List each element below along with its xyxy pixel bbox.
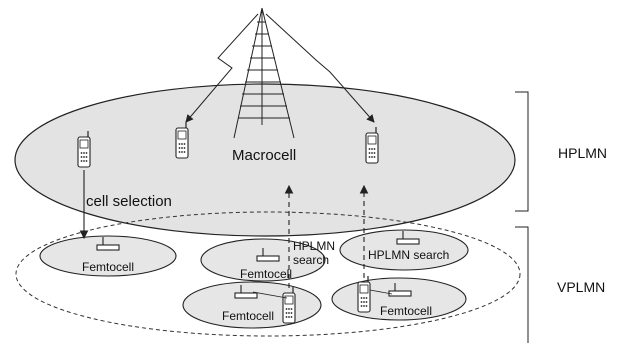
hplmn-label: HPLMN: [558, 145, 607, 161]
femtocell-area-1: [39, 235, 177, 277]
hplmn-search-label: HPLMN search: [368, 248, 449, 262]
femtocell-label: Femtocell: [380, 304, 432, 318]
vplmn-bracket: [515, 226, 529, 343]
antenna-tower-icon: [185, 7, 375, 139]
femtocell-label: Femtocell: [82, 260, 134, 274]
femtocell-label: Femtocell: [240, 267, 292, 281]
cell-selection-label: cell selection: [86, 193, 172, 210]
femtocell-label: Femtocell: [222, 309, 274, 323]
vplmn-region: [15, 211, 521, 337]
vplmn-label: VPLMN: [557, 279, 605, 295]
macrocell-label: Macrocell: [232, 147, 296, 164]
femtocell-area-4: [339, 229, 469, 271]
macrocell-coverage-area: [14, 83, 516, 237]
hplmn-search-label-line2: search: [293, 253, 329, 267]
hplmn-search-label-line1: HPLMN: [293, 239, 335, 253]
hplmn-bracket: [515, 91, 529, 212]
